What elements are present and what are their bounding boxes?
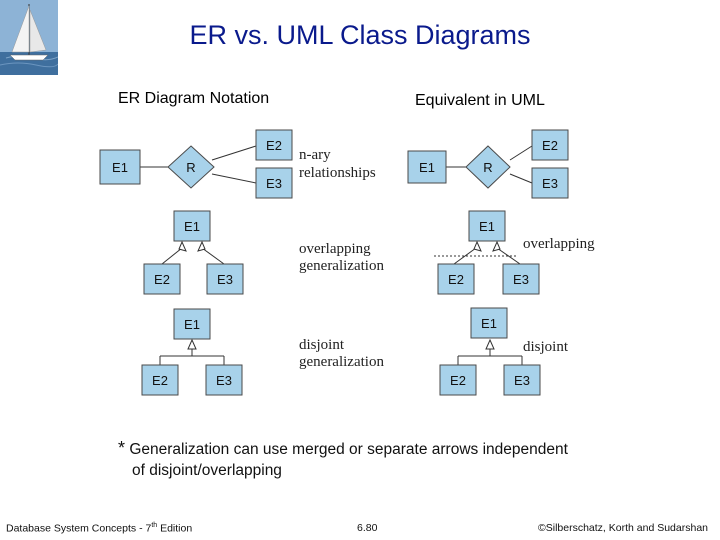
uml-overlap-arrow-left bbox=[473, 240, 482, 252]
er-overlap-arrow-left bbox=[178, 240, 187, 252]
uml-disjoint-e2 bbox=[439, 364, 477, 396]
er-overlap-arrow-right bbox=[197, 240, 206, 252]
er-disjoint-e3 bbox=[205, 364, 243, 396]
footer-edition-sup: th bbox=[151, 522, 158, 529]
er-overlap-e1-label: E1 bbox=[184, 219, 200, 234]
uml-disjoint-group: E1 E2 E3 bbox=[439, 307, 541, 396]
er-disjoint-group: E1 E2 E3 bbox=[141, 308, 243, 396]
uml-disjoint-e1-label: E1 bbox=[481, 316, 497, 331]
er-overlap-e3 bbox=[206, 263, 244, 295]
er-disjoint-e2-label: E2 bbox=[152, 373, 168, 388]
footnote-line2: of disjoint/overlapping bbox=[132, 462, 282, 479]
uml-overlap-group: E1 E2 E3 bbox=[434, 210, 540, 295]
er-overlap-e3-label: E3 bbox=[217, 272, 233, 287]
footer-page-number: 6.80 bbox=[357, 522, 378, 534]
er-notation-heading: ER Diagram Notation bbox=[118, 90, 270, 107]
uml-association-r bbox=[465, 145, 511, 189]
uml-overlap-e3 bbox=[502, 263, 540, 295]
uml-disjoint-e3-label: E3 bbox=[514, 373, 530, 388]
uml-class-e3-label: E3 bbox=[542, 176, 558, 191]
uml-overlap-e3-label: E3 bbox=[513, 272, 529, 287]
footnote-star: * bbox=[118, 438, 126, 458]
footnote: * Generalization can use merged or separ… bbox=[118, 438, 678, 481]
er-entity-e2-label: E2 bbox=[266, 138, 282, 153]
er-entity-e1-label: E1 bbox=[112, 160, 128, 175]
uml-class-e1 bbox=[407, 150, 447, 184]
footer-book-title-text: Database System Concepts - 7 bbox=[6, 522, 152, 535]
note-disjoint-line2: generalization bbox=[299, 354, 384, 370]
er-nary-group: E1 R E2 E3 bbox=[99, 129, 293, 199]
note-nary-line2: relationships bbox=[299, 165, 376, 181]
uml-note-disjoint: disjoint bbox=[523, 339, 569, 355]
uml-note-overlapping: overlapping bbox=[523, 236, 595, 252]
sailboat-logo bbox=[0, 0, 58, 75]
uml-class-e2-label: E2 bbox=[542, 138, 558, 153]
er-overlap-e2 bbox=[143, 263, 181, 295]
er-overlap-e1 bbox=[173, 210, 211, 242]
uml-overlap-e1-label: E1 bbox=[479, 219, 495, 234]
footer-edition-tail: Edition bbox=[157, 522, 193, 535]
note-nary-line1: n-ary bbox=[299, 147, 331, 163]
note-disjoint-line1: disjoint bbox=[299, 337, 345, 353]
page-title: ER vs. UML Class Diagrams bbox=[189, 20, 531, 50]
uml-overlap-e1 bbox=[468, 210, 506, 242]
footer-copyright: ©Silberschatz, Korth and Sudarshan bbox=[538, 522, 708, 534]
er-entity-e3-label: E3 bbox=[266, 176, 282, 191]
er-relationship-r-label: R bbox=[186, 160, 195, 175]
er-disjoint-e1-label: E1 bbox=[184, 317, 200, 332]
er-disjoint-e2 bbox=[141, 364, 179, 396]
uml-overlap-e2-label: E2 bbox=[448, 272, 464, 287]
note-overlap-line1: overlapping bbox=[299, 241, 371, 257]
uml-overlap-e2 bbox=[437, 263, 475, 295]
er-disjoint-e1 bbox=[173, 308, 211, 340]
uml-disjoint-e2-label: E2 bbox=[450, 373, 466, 388]
footer-book-title: Database System Concepts - 7th Edition bbox=[6, 522, 192, 535]
uml-equivalent-heading: Equivalent in UML bbox=[415, 92, 545, 109]
note-overlap-line2: generalization bbox=[299, 258, 384, 274]
er-overlap-group: E1 E2 E3 bbox=[143, 210, 244, 295]
uml-class-e2 bbox=[531, 129, 569, 161]
uml-disjoint-e3 bbox=[503, 364, 541, 396]
er-entity-e1 bbox=[99, 149, 141, 185]
uml-association-r-label: R bbox=[483, 160, 492, 175]
uml-disjoint-e1 bbox=[470, 307, 508, 339]
uml-class-e3 bbox=[531, 167, 569, 199]
uml-nary-group: E1 R E2 E3 bbox=[407, 129, 569, 199]
er-disjoint-arrow bbox=[187, 338, 197, 350]
uml-overlap-arrow-right bbox=[492, 240, 501, 252]
er-disjoint-e3-label: E3 bbox=[216, 373, 232, 388]
er-entity-e2 bbox=[255, 129, 293, 161]
uml-disjoint-arrow bbox=[485, 338, 495, 350]
footnote-line1: Generalization can use merged or separat… bbox=[129, 441, 568, 458]
er-entity-e3 bbox=[255, 167, 293, 199]
er-relationship-r bbox=[167, 145, 215, 189]
er-overlap-e2-label: E2 bbox=[154, 272, 170, 287]
uml-class-e1-label: E1 bbox=[419, 160, 435, 175]
